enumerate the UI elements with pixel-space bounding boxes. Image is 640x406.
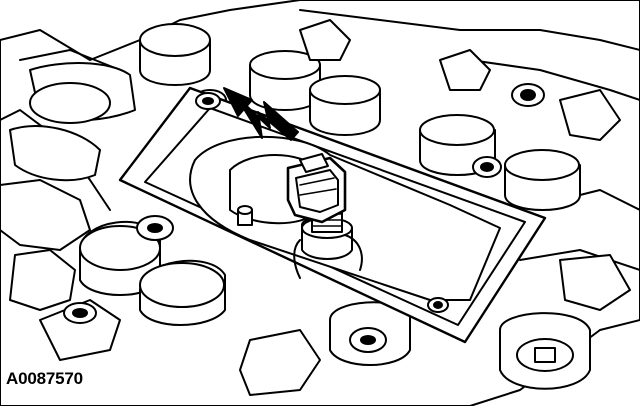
top-bolt-bosses	[193, 19, 621, 178]
sensor-connector-icon	[286, 153, 363, 279]
lower-left-cylinders	[63, 215, 226, 326]
top-cylinders	[139, 23, 581, 211]
arrow-icon	[223, 87, 299, 141]
left-head-detail	[0, 62, 136, 361]
cavity-stud	[237, 205, 253, 226]
figure-reference-code: A0087570	[6, 368, 85, 390]
